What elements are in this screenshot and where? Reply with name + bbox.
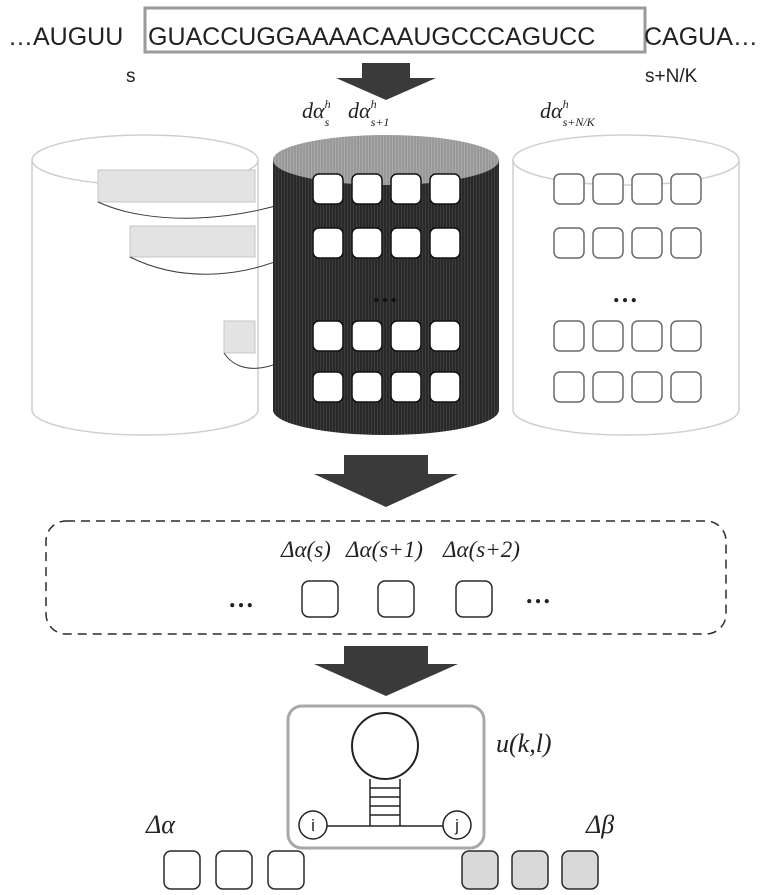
- right-cell: [592, 173, 624, 205]
- left-block-1: [97, 169, 256, 203]
- middle-cell: [429, 320, 461, 352]
- right-cell: [553, 227, 585, 259]
- middle-cell: [390, 320, 422, 352]
- hairpin-stem: [326, 779, 444, 827]
- down-arrow-2: [314, 455, 458, 507]
- strip-label-s1: Δα(s+1): [345, 537, 423, 562]
- strip-label-s2: Δα(s+2): [442, 537, 520, 562]
- right-cell: [670, 320, 702, 352]
- middle-cell: [312, 371, 344, 403]
- middle-cell: [351, 227, 383, 259]
- middle-cell: [429, 371, 461, 403]
- delta-beta-cells: [461, 850, 599, 890]
- strip-cell-s: [301, 580, 339, 618]
- middle-cell: [390, 227, 422, 259]
- strip-left-ellipsis: …: [228, 584, 254, 613]
- middle-cell: [351, 320, 383, 352]
- right-cell: [553, 320, 585, 352]
- down-arrow-1: [336, 63, 436, 100]
- energy-label: u(k,l): [496, 729, 552, 758]
- middle-cell: [312, 173, 344, 205]
- right-cell-grid: [553, 173, 702, 403]
- middle-cell: [351, 173, 383, 205]
- strip-cell-s1: [377, 580, 415, 618]
- right-cell: [553, 371, 585, 403]
- node-i: [298, 810, 328, 840]
- middle-cell: [312, 320, 344, 352]
- window-end-label: s+N/K: [645, 66, 698, 87]
- right-cell: [631, 173, 663, 205]
- node-j: [442, 810, 472, 840]
- delta-beta-label: Δβ: [585, 810, 614, 839]
- right-cylinder: [512, 134, 740, 436]
- right-cell: [592, 320, 624, 352]
- sequence-suffix: CAGUA…: [644, 23, 758, 51]
- left-block-3: [223, 320, 256, 354]
- delta-alpha-cells: [163, 850, 305, 890]
- middle-cell: [390, 371, 422, 403]
- middle-cell: [312, 227, 344, 259]
- hairpin-loop: [351, 712, 419, 780]
- hairpin-box: [286, 704, 486, 850]
- middle-cell: [351, 371, 383, 403]
- strip-label-s: Δα(s): [280, 537, 331, 562]
- middle-cell: [429, 173, 461, 205]
- down-arrow-3: [314, 646, 458, 696]
- strip-right-ellipsis: …: [525, 580, 551, 609]
- sequence-window-box: [143, 6, 647, 54]
- right-cell: [592, 371, 624, 403]
- right-cell: [670, 173, 702, 205]
- delta-alpha-strip: [45, 520, 727, 635]
- right-cell: [553, 173, 585, 205]
- right-cell: [631, 371, 663, 403]
- sequence-window: GUACCUGGAAAACAAUGCCCAGUCC: [148, 23, 595, 51]
- sequence-prefix: …AUGUU: [8, 23, 123, 51]
- right-cell: [631, 320, 663, 352]
- right-cell: [592, 227, 624, 259]
- window-start-label: s: [126, 66, 136, 87]
- strip-cell-s2: [455, 580, 493, 618]
- sequence-line: …AUGUU GUACCUGGAAAACAAUGCCCAGUCC CAGUA… …: [8, 6, 758, 87]
- right-cell: [631, 227, 663, 259]
- middle-cell: [390, 173, 422, 205]
- right-cell: [670, 227, 702, 259]
- right-cell: [670, 371, 702, 403]
- node-j-label: j: [454, 816, 459, 835]
- left-cylinder: [31, 134, 259, 436]
- left-block-2: [129, 225, 256, 258]
- middle-ellipsis: …: [372, 279, 398, 308]
- middle-cell-grid: [312, 173, 461, 403]
- right-ellipsis: …: [612, 279, 638, 308]
- node-i-label: i: [311, 816, 315, 835]
- delta-alpha-label: Δα: [145, 810, 176, 839]
- middle-cell: [429, 227, 461, 259]
